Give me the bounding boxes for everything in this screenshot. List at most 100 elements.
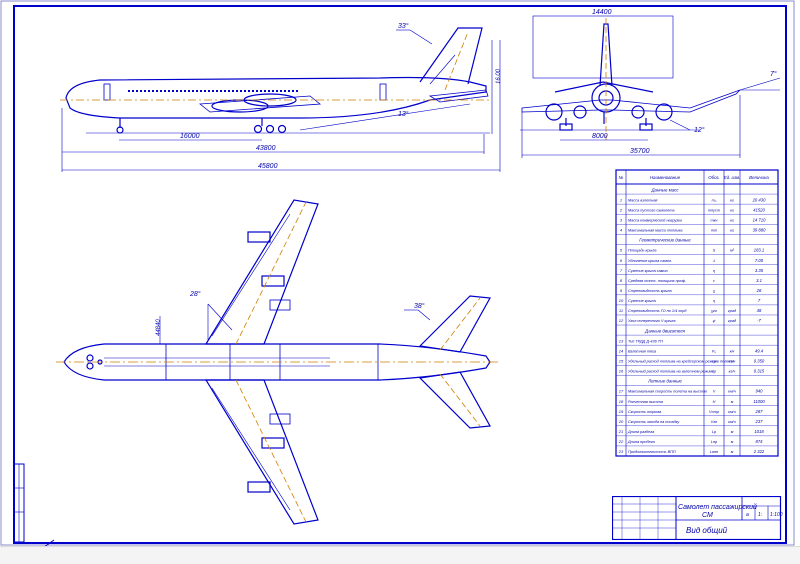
sheet-scale: 1:100 (770, 512, 783, 518)
title-block: Самолет пассажирский СМ Вид общий а 1: 1… (612, 496, 783, 540)
table-row-unit: кН (730, 349, 735, 353)
table-row-name: Сужение крыла (628, 299, 656, 303)
left-stamp (13, 463, 25, 543)
table-row-name: Сужение крыла самол. (628, 269, 669, 273)
table-header-2: Обоз. (708, 175, 720, 180)
table-row-symbol: Lр (712, 430, 716, 434)
table-row-number: 21 (618, 429, 623, 434)
table-section-label: Данные масс (650, 187, 679, 192)
table-row-name: Скорость отрыва (628, 410, 661, 414)
table-row-unit: кг/ч (729, 360, 736, 364)
table-row-symbol: η (713, 269, 715, 273)
table-row-value: 11000 (753, 399, 765, 404)
table-row-unit: кг/ч (729, 370, 736, 374)
table-row-symbol: ψ (713, 319, 716, 323)
table-row-symbol: Lвпп (710, 450, 719, 454)
table-row-symbol: cр (712, 370, 716, 374)
table-row-number: 18 (619, 399, 624, 404)
angle-front-wing: 12° (694, 126, 705, 134)
table-row-symbol: Vотр (709, 410, 719, 414)
angle-tail-top: 33° (398, 22, 409, 30)
table-header-0: № (619, 175, 624, 180)
table-row-number: 22 (618, 439, 624, 444)
angle-top-tail: 38° (414, 302, 425, 310)
table-row-unit: кг (730, 218, 734, 222)
table-row-symbol: mкн (710, 218, 718, 222)
table-row-name: Стреловидность крыла (628, 289, 672, 293)
table-row-unit: м (731, 440, 734, 444)
table-row-value: 0.350 (754, 359, 765, 364)
table-row-number: 12 (619, 318, 624, 323)
table-row-symbol: S (713, 249, 716, 253)
table-row-unit: м (731, 450, 734, 454)
table-row-name: Стреловидность ГО по 1/4 хорд (628, 309, 686, 313)
table-row-number: 5 (620, 248, 623, 253)
dim-front-height: 14400 (592, 9, 612, 16)
table-row-value: 287 (755, 409, 764, 414)
table-row-symbol: P₀ (712, 349, 717, 353)
table-row-number: 1 (620, 197, 622, 202)
table-row-number: 23 (618, 449, 624, 454)
table-header-3: Ед. изм. (724, 175, 740, 180)
table-row-number: 4 (620, 228, 623, 233)
table-row-number: 17 (619, 389, 624, 394)
table-row-symbol: mпуст (708, 208, 720, 212)
table-row-value: 1018 (754, 429, 764, 434)
table-row-symbol: χ (712, 289, 716, 293)
table-row-value: 41520 (753, 207, 765, 212)
table-row-unit: км/ч (728, 390, 735, 394)
sheet-lit: а (746, 512, 749, 518)
table-row-number: 3 (620, 217, 623, 222)
table-row-name: Взлетная тяга (628, 349, 656, 353)
table-row-symbol: Lпр (711, 440, 717, 444)
inner-frame (13, 5, 787, 544)
top-view (63, 199, 491, 525)
table-section-label: Геометрические данные (639, 238, 691, 243)
bottom-scrollbar[interactable] (0, 546, 800, 564)
table-row-symbol: χго (710, 309, 717, 313)
table-row-unit: град (728, 309, 736, 313)
table-row-name: Удельный расход топлива на взлетном режи… (628, 370, 714, 374)
angle-top-wing: 28° (189, 290, 201, 298)
table-row-value: 14 710 (753, 217, 766, 222)
table-row-unit: м (731, 400, 734, 404)
table-row-value: 48 (757, 308, 762, 313)
table-row-number: 15 (619, 359, 624, 364)
table-row-name: Максимальная масса топлива (628, 229, 682, 233)
table-row-symbol: mт (711, 229, 717, 233)
table-row-name: Максимальная скорость полета на высоте (628, 390, 707, 394)
table-row-value: 940 (756, 389, 764, 394)
table-row-value: 183.1 (754, 248, 764, 253)
table-row-name: Средняя относ. толщина проф. (628, 279, 686, 283)
table-row-unit: км/ч (728, 420, 735, 424)
table-row-value: 28 (756, 288, 762, 293)
table-row-value: -7 (757, 318, 761, 323)
table-row-number: 16 (619, 369, 624, 374)
table-row-unit: кг (730, 208, 734, 212)
table-row-number: 11 (619, 308, 623, 313)
table-row-symbol: Vзп (711, 420, 718, 424)
table-row-name: Удлинение крыла самол. (628, 259, 672, 263)
table-row-symbol: V (713, 390, 716, 394)
table-section-label: Летные данные (647, 379, 682, 384)
table-row-value: 7.00 (755, 258, 764, 263)
dim-top-chord: 44840 (156, 319, 162, 336)
table-section-label: Данные двигателя (644, 328, 685, 333)
lower-stab-axis (439, 373, 481, 427)
table-row-name: Длина пробега (627, 440, 655, 444)
sheet-mass: 1: (758, 512, 763, 518)
table-row-name: Масса взлетная (628, 198, 657, 202)
table-row-symbol: cр (712, 360, 716, 364)
table-row-unit: м² (730, 249, 735, 253)
table-row-value: 3.35 (755, 268, 764, 273)
table-row-name: Угол поперечного V крыла (628, 319, 676, 323)
front-dimension-lines (521, 95, 741, 158)
table-row-name: Масса коммерческой нагрузки (628, 218, 683, 222)
table-row-name: Продолжительность ВПП (628, 450, 676, 454)
title-block-grid (612, 496, 782, 540)
side-dimension-lines (61, 40, 501, 172)
dim-side-45800: 45800 (258, 163, 278, 170)
table-row-number: 2 (619, 207, 623, 212)
